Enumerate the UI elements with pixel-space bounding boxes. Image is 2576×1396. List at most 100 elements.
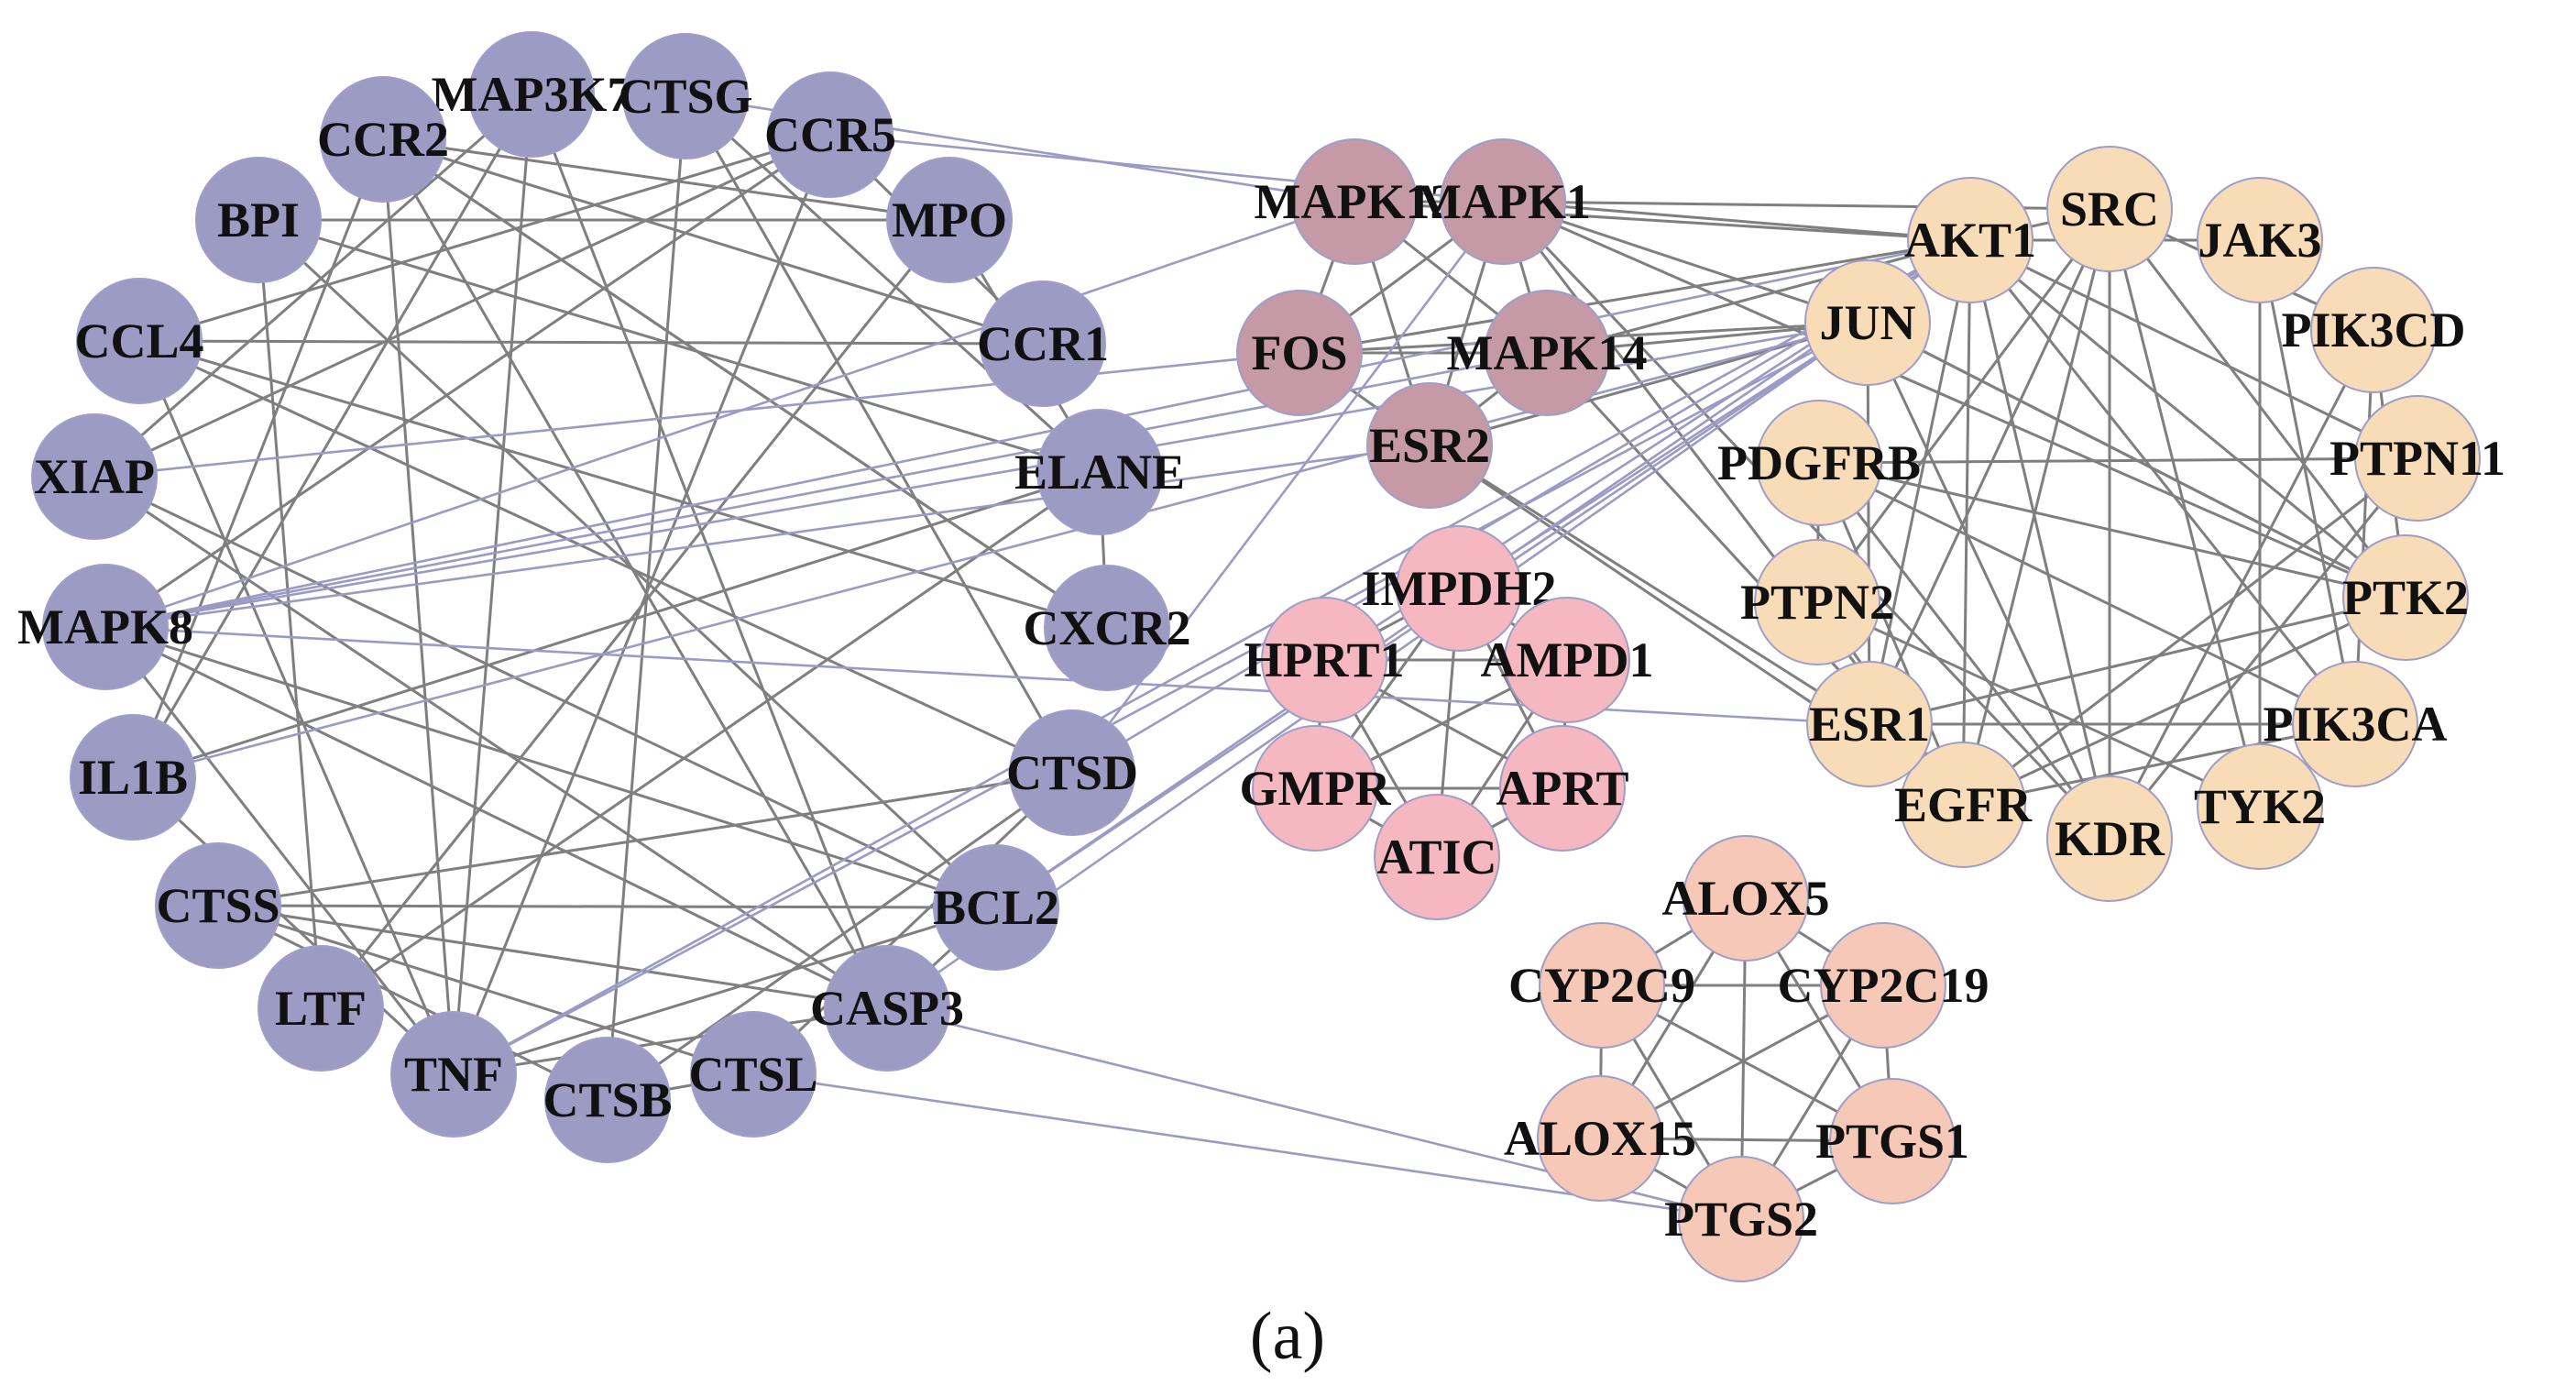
node-label: CTSD [1006, 745, 1138, 800]
node-tnf[interactable]: TNF [390, 1011, 517, 1138]
node-label: LTF [275, 981, 367, 1036]
node-ccl4[interactable]: CCL4 [74, 278, 204, 404]
node-circle [76, 278, 203, 404]
node-xiap[interactable]: XIAP [31, 413, 158, 540]
edge-pik3cd-kdr [2108, 329, 2375, 840]
node-ccr2[interactable]: CCR2 [317, 76, 449, 203]
node-kdr[interactable]: KDR [2046, 775, 2173, 902]
cross-edge-mapk8-esr2 [104, 444, 1431, 629]
node-src[interactable]: SRC [2046, 146, 2173, 272]
node-ccr1[interactable]: CCR1 [977, 280, 1109, 407]
node-circle [1036, 409, 1163, 535]
node-circle [2046, 146, 2173, 272]
node-label: PTGS1 [1815, 1114, 1969, 1169]
node-alox15[interactable]: ALOX15 [1504, 1075, 1696, 1202]
node-akt1[interactable]: AKT1 [1904, 177, 2036, 303]
node-circle [690, 1011, 817, 1138]
node-circle [42, 564, 169, 690]
node-ptpn2[interactable]: PTPN2 [1740, 539, 1894, 665]
node-bcl2[interactable]: BCL2 [933, 844, 1059, 971]
node-ctsl[interactable]: CTSL [688, 1011, 818, 1138]
edge-ctss-ctsb [217, 904, 608, 1102]
edge-mapk14-akt1 [1546, 238, 1971, 355]
node-il1b[interactable]: IL1B [70, 714, 196, 841]
edge-elane-ctsg [684, 94, 1102, 474]
node-map3k7[interactable]: MAP3K7 [432, 31, 632, 158]
node-jak3[interactable]: JAK3 [2197, 177, 2323, 303]
node-mapk14[interactable]: MAPK14 [1447, 290, 1648, 416]
node-label: PTPN11 [2329, 431, 2505, 486]
node-mapk1[interactable]: MAPK1 [1415, 138, 1591, 265]
node-impdh2[interactable]: IMPDH2 [1362, 525, 1557, 652]
node-fos[interactable]: FOS [1236, 290, 1363, 416]
edge-src-egfr [1961, 208, 2111, 806]
edge-ctsb-ctsg [606, 95, 687, 1101]
node-casp3[interactable]: CASP3 [810, 945, 964, 1072]
edge-ltf-mpo [319, 219, 951, 1009]
edge-ccl4-ccr1 [138, 339, 1044, 346]
node-atic[interactable]: ATIC [1374, 794, 1500, 920]
node-circle [1804, 259, 1931, 386]
edge-tnf-casp3 [453, 1006, 888, 1076]
edge-fos-akt1 [1299, 238, 1971, 355]
node-circle [824, 945, 950, 1072]
node-pik3ca[interactable]: PIK3CA [2264, 661, 2448, 787]
node-circle [1044, 565, 1170, 691]
node-circle [544, 1037, 671, 1163]
node-circle [1252, 725, 1378, 852]
node-label: XIAP [34, 449, 155, 504]
node-circle [1806, 661, 1933, 787]
edge-mapk1-ptk2 [1502, 200, 2406, 599]
node-ctsb[interactable]: CTSB [543, 1037, 673, 1163]
edge-il1b-tnf [131, 775, 455, 1076]
node-pdgfrb[interactable]: PDGFRB [1717, 400, 1921, 526]
edge-jun-ptk2 [1867, 321, 2406, 599]
node-aprt[interactable]: APRT [1496, 725, 1629, 852]
node-label: MAPK12 [1255, 174, 1455, 229]
node-label: APRT [1496, 761, 1628, 816]
node-esr1[interactable]: ESR1 [1806, 661, 1933, 787]
node-cyp2c19[interactable]: CYP2C19 [1778, 922, 1990, 1049]
edge-il1b-ccr2 [131, 138, 385, 778]
node-mpo[interactable]: MPO [886, 157, 1013, 283]
node-cxcr2[interactable]: CXCR2 [1024, 565, 1191, 691]
node-circle [1756, 400, 1882, 526]
node-ptpn11[interactable]: PTPN11 [2329, 395, 2505, 522]
node-esr2[interactable]: ESR2 [1366, 382, 1493, 509]
node-ampd1[interactable]: AMPD1 [1481, 597, 1654, 723]
node-hprt1[interactable]: HPRT1 [1244, 597, 1405, 723]
node-mapk8[interactable]: MAPK8 [17, 564, 193, 690]
node-alox5[interactable]: ALOX5 [1661, 835, 1830, 962]
node-bpi[interactable]: BPI [195, 157, 322, 283]
node-ltf[interactable]: LTF [258, 945, 384, 1072]
node-ptgs2[interactable]: PTGS2 [1664, 1156, 1818, 1282]
node-ccr5[interactable]: CCR5 [764, 71, 896, 198]
edge-ptpn11-pdgfrb [1818, 456, 2418, 465]
node-jun[interactable]: JUN [1804, 259, 1931, 386]
node-circle [1829, 1078, 1956, 1204]
node-cyp2c9[interactable]: CYP2C9 [1508, 922, 1695, 1049]
edge-tnf-map3k7 [452, 93, 533, 1075]
edge-il1b-map3k7 [131, 93, 533, 778]
edge-mapk8-ccr5 [104, 133, 831, 629]
node-pik3cd[interactable]: PIK3CD [2282, 267, 2466, 393]
node-ctsd[interactable]: CTSD [1006, 709, 1138, 836]
node-circle [980, 280, 1106, 407]
edge-akt1-egfr [1961, 239, 1972, 806]
edge-ctss-casp3 [217, 904, 888, 1010]
node-ptk2[interactable]: PTK2 [2342, 534, 2469, 661]
node-gmpr[interactable]: GMPR [1240, 725, 1392, 852]
edge-jak3-pik3ca [2258, 239, 2357, 725]
node-circle [886, 157, 1013, 283]
node-egfr[interactable]: EGFR [1894, 742, 2033, 868]
node-label: CCR5 [764, 107, 896, 162]
node-ctsg[interactable]: CTSG [618, 33, 753, 159]
node-circle [2197, 177, 2323, 303]
node-ctss[interactable]: CTSS [155, 842, 281, 969]
node-elane[interactable]: ELANE [1014, 409, 1185, 535]
edge-esr1-jun [1866, 322, 1871, 725]
node-label: IL1B [78, 750, 188, 805]
node-tyk2[interactable]: TYK2 [2194, 743, 2326, 870]
node-ptgs1[interactable]: PTGS1 [1815, 1078, 1969, 1204]
node-mapk12[interactable]: MAPK12 [1255, 138, 1455, 265]
